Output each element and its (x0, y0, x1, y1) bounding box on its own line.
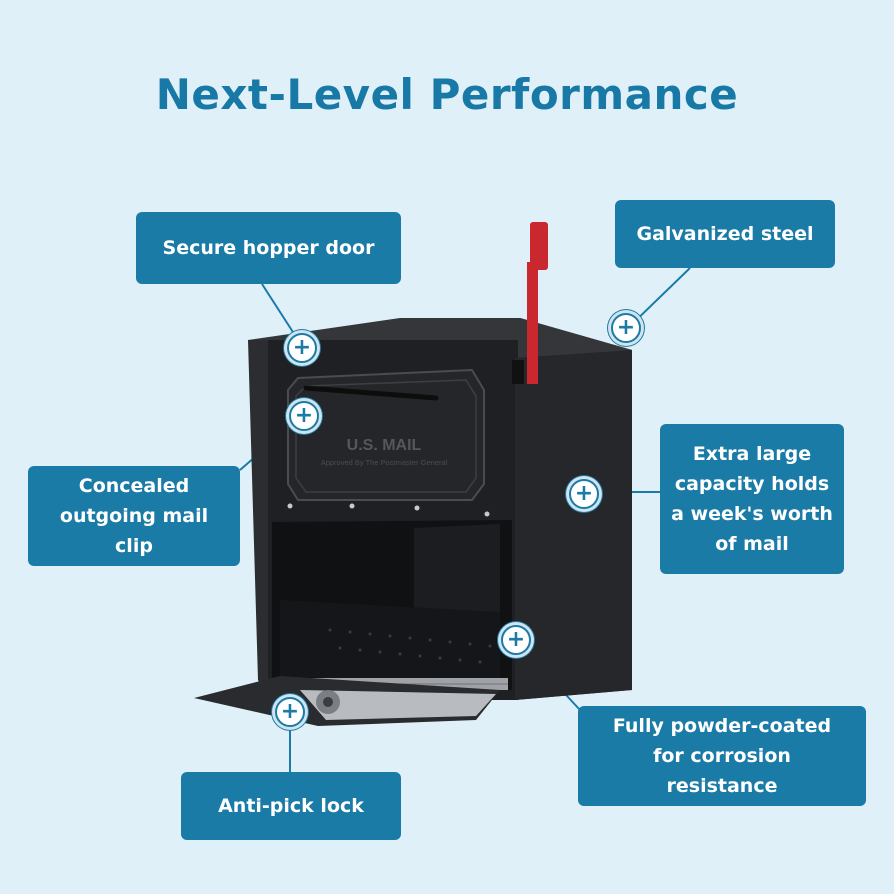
callout-secure-hopper-door: Secure hopper door (136, 212, 401, 284)
callout-anti-pick-lock: Anti-pick lock (181, 772, 401, 840)
callout-label: Galvanized steel (636, 223, 814, 245)
callout-powder-coated: Fully powder-coated for corrosion resist… (578, 706, 866, 806)
plus-icon[interactable]: + (289, 401, 319, 431)
plus-icon[interactable]: + (611, 313, 641, 343)
plus-icon[interactable]: + (501, 625, 531, 655)
callout-galvanized-steel: Galvanized steel (615, 200, 835, 268)
callout-label: Extra large capacity holds a week's wort… (671, 443, 833, 555)
callout-label: Fully powder-coated for corrosion resist… (612, 715, 832, 797)
stamp-title: U.S. MAIL (347, 437, 422, 454)
callout-concealed-mail-clip: Concealed outgoing mail clip (28, 466, 240, 566)
plus-icon[interactable]: + (275, 697, 305, 727)
callout-label: Concealed outgoing mail clip (59, 475, 209, 557)
plus-icon[interactable]: + (287, 333, 317, 363)
page-title: Next-Level Performance (155, 70, 739, 119)
plus-icon[interactable]: + (569, 479, 599, 509)
callout-label: Anti-pick lock (218, 795, 364, 817)
stamp-subtitle: Approved By The Postmaster General (321, 458, 448, 467)
callout-extra-large-capacity: Extra large capacity holds a week's wort… (660, 424, 844, 574)
callout-label: Secure hopper door (162, 237, 375, 259)
